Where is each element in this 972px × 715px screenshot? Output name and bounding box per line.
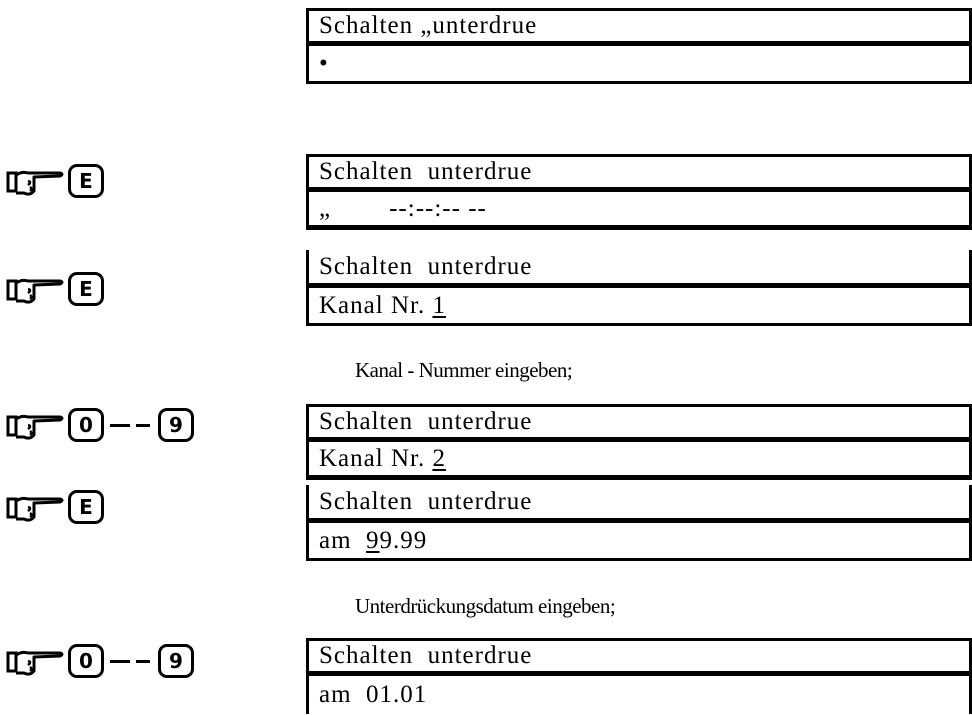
step-press-enter-3: E	[6, 490, 104, 524]
lcd-line-2: Kanal Nr. 1	[309, 288, 969, 326]
pointing-hand-icon	[6, 414, 64, 440]
range-dash	[110, 423, 130, 427]
lcd-display-6: Schalten unterdrue am 01.01	[306, 638, 972, 714]
step-press-enter-1: E	[6, 164, 104, 198]
pointing-hand-icon	[6, 496, 64, 522]
lcd-display-2: Schalten unterdrue „ --:--:-- --	[306, 154, 972, 230]
key-e[interactable]: E	[68, 490, 104, 524]
pointing-hand-icon	[6, 650, 64, 676]
range-dash	[136, 423, 150, 427]
key-0[interactable]: 0	[68, 408, 104, 442]
key-0[interactable]: 0	[68, 644, 104, 678]
instruction-date: Unterdrückungsdatum eingeben;	[355, 594, 616, 618]
lcd-line-2: •	[309, 46, 969, 84]
key-e[interactable]: E	[68, 272, 104, 306]
instruction-channel: Kanal - Nummer eingeben;	[355, 358, 573, 382]
lcd-line-1: Schalten unterdrue	[309, 154, 969, 192]
cursor-digit: 9	[366, 526, 380, 554]
key-9[interactable]: 9	[158, 644, 194, 678]
lcd-line-1: Schalten unterdrue	[309, 250, 969, 288]
cursor-digit: 1	[432, 291, 446, 319]
lcd-display-4: Schalten unterdrue Kanal Nr. 2	[306, 404, 972, 480]
range-dash	[110, 659, 130, 663]
lcd-line-1: Schalten unterdrue	[309, 485, 969, 523]
lcd-line-2: am 01.01	[319, 681, 428, 708]
lcd-line-1: Schalten „unterdrue	[309, 8, 969, 46]
key-e[interactable]: E	[68, 164, 104, 198]
lcd-line-2: „ --:--:-- --	[309, 192, 969, 230]
key-9[interactable]: 9	[158, 408, 194, 442]
lcd-display-3: Schalten unterdrue Kanal Nr. 1	[306, 250, 972, 326]
cursor-digit: 2	[432, 444, 446, 472]
lcd-line-2: Kanal Nr. 2	[309, 442, 969, 480]
pointing-hand-icon	[6, 278, 64, 304]
step-digits-channel: 0 9	[6, 408, 194, 442]
pointing-hand-icon	[6, 170, 64, 196]
step-digits-date: 0 9	[6, 644, 194, 678]
lcd-display-1: Schalten „unterdrue •	[306, 8, 972, 84]
lcd-line-1: Schalten unterdrue	[309, 404, 969, 442]
lcd-line-1: Schalten unterdrue	[309, 638, 969, 676]
range-dash	[136, 659, 150, 663]
step-press-enter-2: E	[6, 272, 104, 306]
